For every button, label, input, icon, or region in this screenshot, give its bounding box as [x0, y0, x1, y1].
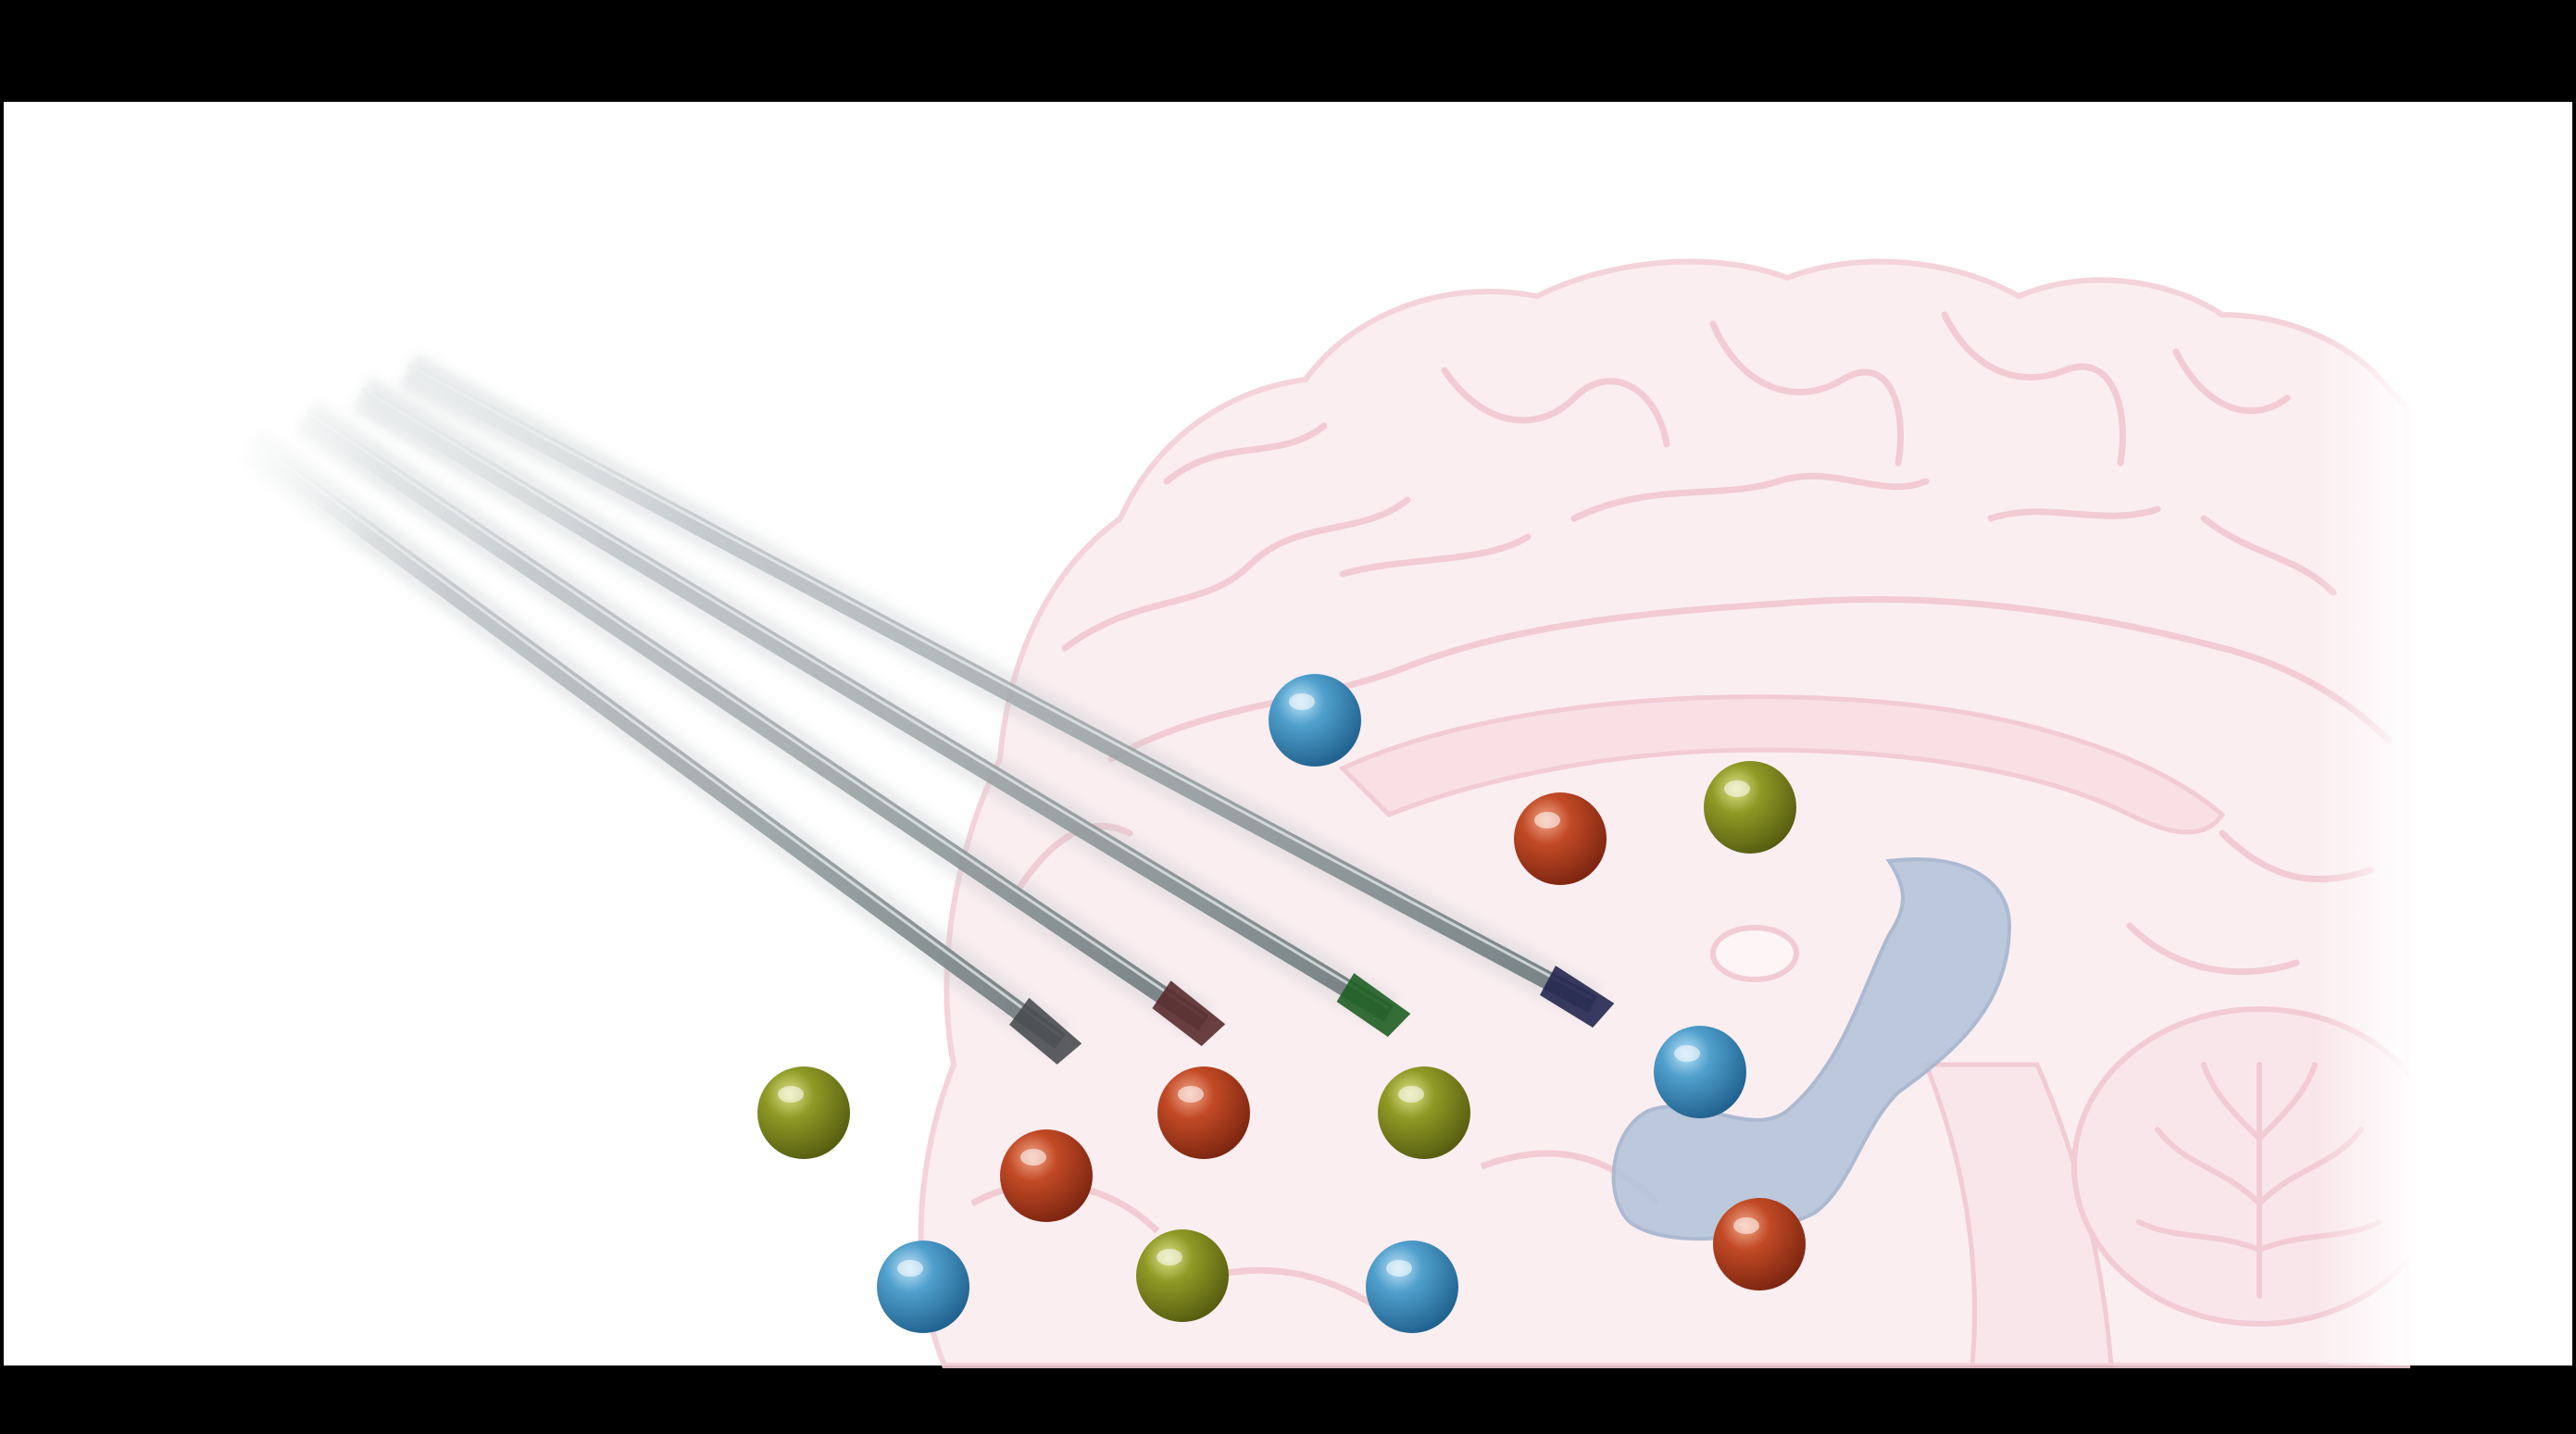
probe-green-shaft — [356, 385, 1394, 1022]
molecule-sphere — [1713, 1198, 1806, 1291]
probe-navy-tip — [1540, 966, 1615, 1029]
molecule-blue — [1366, 1241, 1458, 1333]
molecule-sphere — [1654, 1026, 1746, 1118]
molecule-highlight — [1534, 812, 1560, 829]
probe-maroon-highlight — [305, 409, 1205, 1019]
probe-gray — [238, 429, 1082, 1065]
probe-navy-shaft — [403, 362, 1597, 1013]
molecule-sphere — [757, 1066, 850, 1159]
molecule-highlight — [1178, 1086, 1204, 1103]
molecule-olive — [1378, 1066, 1470, 1159]
brain-illustration — [918, 258, 2447, 1368]
molecule-highlight — [1398, 1086, 1424, 1103]
molecule-highlight — [1733, 1217, 1759, 1234]
molecule-red — [1514, 792, 1607, 885]
molecule-sphere — [1366, 1241, 1458, 1333]
corpus-callosum — [1338, 694, 2226, 835]
molecule-sphere — [1000, 1129, 1093, 1222]
probe-maroon — [294, 400, 1226, 1046]
molecule-highlight — [1674, 1045, 1700, 1062]
molecule-red — [1000, 1129, 1093, 1222]
probe-tail-fade — [222, 333, 380, 537]
molecule-sphere — [1157, 1066, 1250, 1159]
right-fade — [2315, 102, 2417, 1365]
brainstem — [1922, 1062, 2114, 1368]
probe-gray-tip — [1009, 997, 1082, 1065]
molecules-group — [757, 674, 1806, 1333]
molecule-olive — [1704, 761, 1796, 854]
molecule-highlight — [897, 1260, 923, 1277]
hippocampus — [1611, 857, 2012, 1241]
probe-green-highlight — [360, 386, 1390, 1010]
molecule-highlight — [1724, 780, 1750, 797]
molecule-red — [1713, 1198, 1806, 1291]
molecule-highlight — [778, 1086, 804, 1103]
molecule-sphere — [877, 1241, 969, 1333]
molecule-blue — [877, 1241, 969, 1333]
probe-green-tip — [1336, 973, 1411, 1038]
molecule-olive — [1136, 1229, 1229, 1322]
molecule-red — [1157, 1066, 1250, 1159]
molecule-highlight — [1386, 1260, 1412, 1277]
probe-maroon-shaft — [300, 408, 1209, 1031]
probe-green — [351, 377, 1411, 1038]
molecule-sphere — [1704, 761, 1796, 854]
ventricle — [1710, 925, 1799, 982]
probe-navy — [398, 353, 1615, 1029]
molecule-highlight — [1289, 693, 1315, 710]
molecule-highlight — [1157, 1249, 1182, 1266]
molecule-sphere — [1136, 1229, 1229, 1322]
molecule-olive — [757, 1066, 850, 1159]
probe-navy-highlight — [406, 363, 1594, 1001]
probe-maroon-tip — [1152, 980, 1226, 1046]
molecule-highlight — [1020, 1149, 1046, 1166]
molecule-sphere — [1269, 674, 1361, 767]
molecule-blue — [1269, 674, 1361, 767]
molecule-sphere — [1514, 792, 1607, 885]
molecule-blue — [1654, 1026, 1746, 1118]
right-panel-cover — [2413, 102, 2572, 1365]
molecule-sphere — [1378, 1066, 1470, 1159]
probe-array — [222, 333, 1615, 1065]
probe-gray-highlight — [249, 437, 1061, 1038]
probe-gray-shaft — [244, 436, 1066, 1050]
